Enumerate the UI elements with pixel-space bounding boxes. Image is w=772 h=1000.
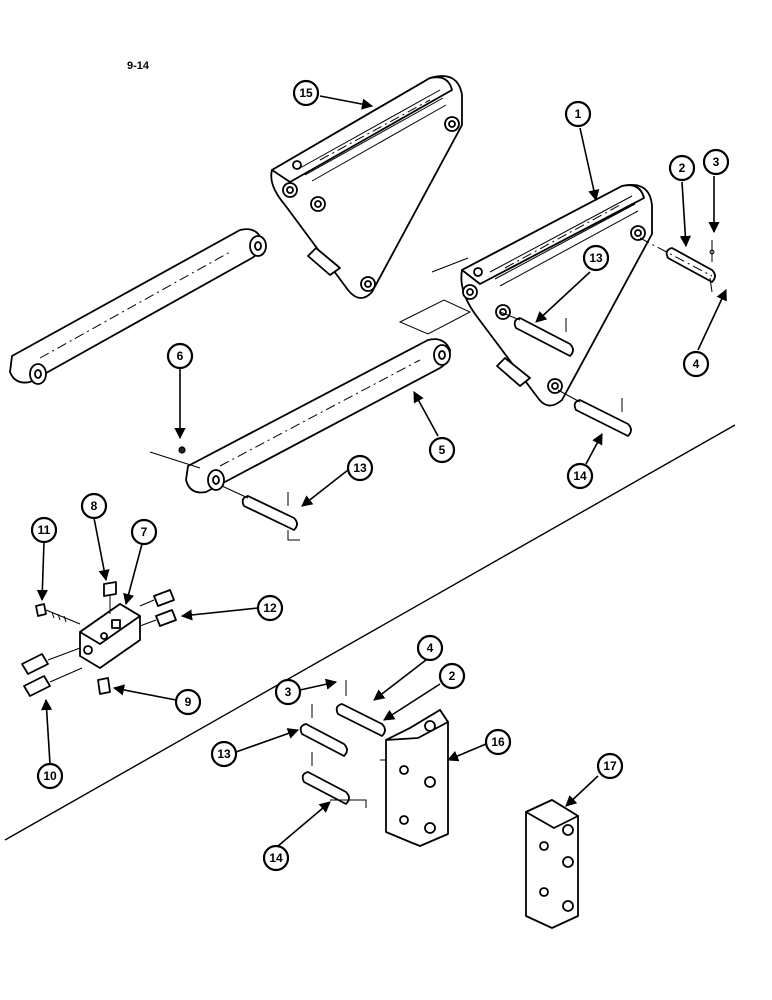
triangular-bracket-15 xyxy=(270,75,463,299)
bolt-8 xyxy=(103,581,117,614)
callout-10: 10 xyxy=(36,762,64,790)
svg-text:2: 2 xyxy=(449,669,456,683)
svg-text:12: 12 xyxy=(263,601,277,615)
svg-text:10: 10 xyxy=(43,769,57,783)
callout-3-upper: 3 xyxy=(702,148,730,176)
svg-text:3: 3 xyxy=(713,155,720,169)
callout-11: 11 xyxy=(30,516,58,544)
fittings-10 xyxy=(21,647,83,697)
callout-5: 5 xyxy=(428,436,456,464)
fittings-12 xyxy=(139,589,177,627)
callout-17: 17 xyxy=(596,752,624,780)
svg-text:13: 13 xyxy=(589,251,603,265)
main-tube-5 xyxy=(149,338,451,494)
pin-14-lower-section xyxy=(301,752,367,808)
callout-16: 16 xyxy=(484,728,512,756)
valve-block-7 xyxy=(79,603,141,669)
callout-2-lower: 2 xyxy=(438,662,466,690)
callout-6: 6 xyxy=(166,342,194,370)
svg-text:7: 7 xyxy=(141,525,148,539)
callout-4-upper: 4 xyxy=(682,350,710,378)
svg-text:14: 14 xyxy=(269,851,283,865)
callout-13-middle: 13 xyxy=(346,454,374,482)
callout-1: 1 xyxy=(564,100,592,128)
callout-4-lower: 4 xyxy=(416,634,444,662)
svg-text:4: 4 xyxy=(693,357,700,371)
svg-text:9: 9 xyxy=(185,695,192,709)
svg-text:17: 17 xyxy=(603,759,617,773)
callout-15: 15 xyxy=(292,79,320,107)
svg-text:14: 14 xyxy=(573,469,587,483)
triangular-bracket-1 xyxy=(398,184,653,407)
svg-text:8: 8 xyxy=(91,499,98,513)
section-divider-line xyxy=(4,424,736,841)
svg-text:2: 2 xyxy=(679,161,686,175)
callout-9: 9 xyxy=(174,688,202,716)
svg-text:11: 11 xyxy=(38,523,51,537)
callout-14-upper: 14 xyxy=(566,462,594,490)
bracket-17 xyxy=(525,799,579,929)
svg-text:15: 15 xyxy=(299,86,313,100)
pin-14-upper xyxy=(557,389,632,437)
svg-text:4: 4 xyxy=(427,641,434,655)
callout-13-upper: 13 xyxy=(582,244,610,272)
svg-text:6: 6 xyxy=(177,349,184,363)
callout-12: 12 xyxy=(256,594,284,622)
callout-7: 7 xyxy=(130,518,158,546)
svg-text:16: 16 xyxy=(491,735,505,749)
page-reference: 9-14 xyxy=(127,60,150,72)
cotter-pin-3-upper xyxy=(709,240,715,262)
svg-text:1: 1 xyxy=(575,107,582,121)
fitting-9 xyxy=(97,677,111,695)
pin-2-lower xyxy=(335,680,386,737)
pin-13-lower-section xyxy=(299,704,348,757)
callout-14-lower: 14 xyxy=(262,844,290,872)
callout-2-upper: 2 xyxy=(668,154,696,182)
svg-text:3: 3 xyxy=(285,685,292,699)
callout-8: 8 xyxy=(80,492,108,520)
callout-13-lower: 13 xyxy=(210,740,238,768)
pin-13-lower xyxy=(221,485,300,541)
callout-3-lower: 3 xyxy=(274,678,302,706)
svg-text:13: 13 xyxy=(217,747,231,761)
leader-lines xyxy=(36,95,727,847)
pin-2-upper xyxy=(639,237,716,293)
bracket-16 xyxy=(380,709,449,847)
pin-13-upper xyxy=(499,311,574,357)
svg-text:13: 13 xyxy=(353,461,367,475)
bolt-11 xyxy=(35,603,81,625)
svg-text:5: 5 xyxy=(439,443,446,457)
tube-assembly-upper xyxy=(9,228,267,385)
